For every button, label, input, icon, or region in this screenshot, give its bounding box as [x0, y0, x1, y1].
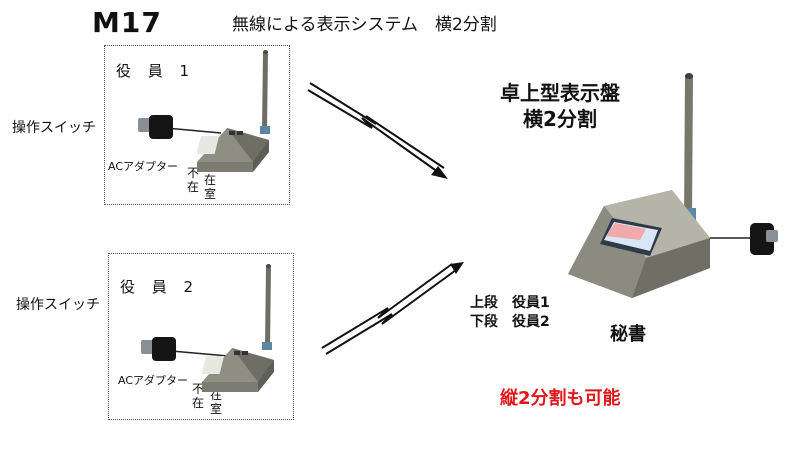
switch-unit-2 [141, 264, 274, 392]
switch-label-2: 操作スイッチ [16, 297, 100, 313]
model-number: M17 [92, 6, 162, 39]
diagram-title: 無線による表示システム 横2分割 [232, 15, 497, 35]
officer-1-label: 役 員 1 [116, 62, 196, 80]
absent-label-2: 不在 [192, 382, 205, 410]
switch-box-2-icon [201, 348, 274, 392]
adapter-plug-1-icon [138, 115, 173, 139]
wireless-signal-arrow-2-icon [321, 262, 464, 355]
present-label-1: 在室 [204, 173, 217, 201]
display-antenna-icon [680, 73, 696, 220]
wireless-signal-arrow-1-icon [307, 82, 448, 179]
switch-box-1-icon [196, 128, 269, 172]
display-terminal [568, 73, 778, 298]
display-title: 卓上型表示盤 横2分割 [470, 80, 650, 132]
display-adapter-icon [750, 223, 778, 255]
absent-label-1: 不在 [187, 166, 200, 194]
ac-adapter-label-1: ACアダプター [108, 160, 179, 173]
display-screen-icon [600, 218, 662, 256]
display-title-line-1: 卓上型表示盤 [500, 81, 620, 105]
lower-row-legend: 下段 役員2 [470, 314, 550, 330]
antenna-1-icon [260, 50, 270, 134]
officer-1-group-box [104, 45, 290, 205]
vertical-split-note: 縦2分割も可能 [500, 388, 621, 409]
officer-2-group-box [108, 253, 294, 420]
officer-2-label: 役 員 2 [120, 278, 200, 296]
switch-label-1: 操作スイッチ [12, 120, 96, 136]
adapter-plug-2-icon [141, 337, 176, 361]
ac-adapter-label-2: ACアダプター [118, 374, 189, 387]
upper-row-legend: 上段 役員1 [470, 295, 550, 311]
antenna-2-icon [262, 264, 272, 350]
secretary-label: 秘書 [610, 324, 646, 345]
display-title-line-2: 横2分割 [523, 107, 597, 131]
switch-unit-1 [138, 50, 270, 172]
